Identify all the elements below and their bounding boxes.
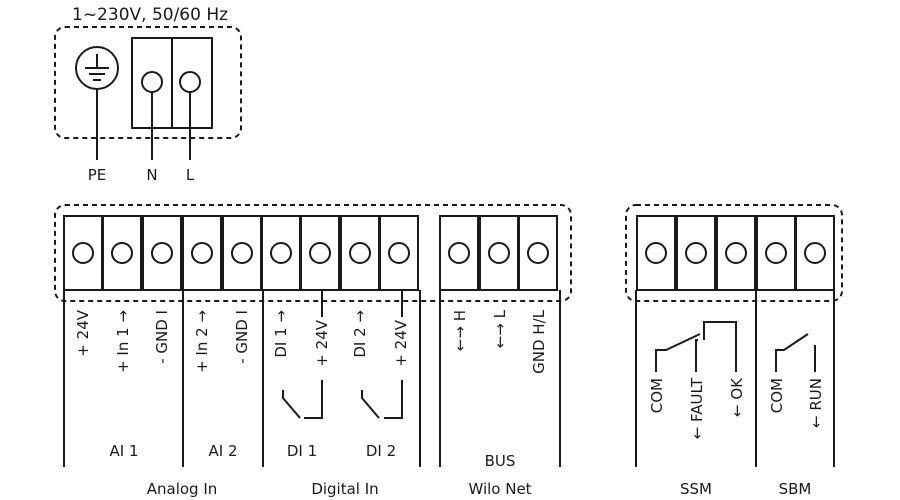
terminal-screw-icon xyxy=(448,242,470,264)
terminal-label: - GND I xyxy=(233,310,251,364)
terminal-screw-icon xyxy=(270,242,292,264)
relay-terminal-label: ← OK xyxy=(728,377,746,417)
terminal-label: DI 1 → xyxy=(272,310,290,358)
wilo-net-label: Wilo Net xyxy=(468,480,531,498)
relay-enclosure xyxy=(625,204,843,302)
supply-label: 1~230V, 50/60 Hz xyxy=(72,5,228,25)
terminal-screw-icon xyxy=(309,242,331,264)
digital-in-label: Digital In xyxy=(311,480,378,498)
terminal-cell xyxy=(756,215,796,291)
l-label: L xyxy=(186,166,195,184)
ssm-relay-contact-icon xyxy=(655,321,737,372)
terminal-cell xyxy=(795,215,835,291)
terminal-cell xyxy=(142,215,182,291)
terminal-screw-icon xyxy=(765,242,787,264)
terminal-screw-icon xyxy=(179,71,201,93)
power-terminal-block xyxy=(131,37,213,129)
di2-label: DI 2 xyxy=(366,442,396,460)
terminal-screw-icon xyxy=(72,242,94,264)
relay-terminal-label: ← FAULT xyxy=(688,377,706,439)
di1-label: DI 1 xyxy=(287,442,317,460)
terminal-cell xyxy=(63,215,103,291)
relay-terminal-label: COM xyxy=(768,378,786,413)
terminal-screw-icon xyxy=(645,242,667,264)
relay-group-dividers xyxy=(635,290,835,467)
terminal-label: ←→ L xyxy=(491,309,509,348)
control-group-dividers xyxy=(63,290,561,467)
terminal-cell xyxy=(340,215,380,291)
terminal-screw-icon xyxy=(151,242,173,264)
pe-label: PE xyxy=(88,166,107,184)
terminal-cell xyxy=(261,215,301,291)
terminal-cell xyxy=(439,215,479,291)
terminal-label: GND H/L xyxy=(530,309,548,373)
control-terminal-labels: + 24V + In 1 → - GND I + In 2 → - GND I DI 1 … xyxy=(74,309,548,374)
terminal-screw-icon xyxy=(488,242,510,264)
terminal-cell xyxy=(676,215,716,291)
terminal-label: ←→ H xyxy=(451,310,469,351)
terminal-label: + 24V xyxy=(392,319,410,366)
terminal-label: + 24V xyxy=(74,309,92,356)
power-enclosure xyxy=(54,26,242,139)
n-label: N xyxy=(146,166,157,184)
terminal-screw-icon xyxy=(191,242,213,264)
bus-label: BUS xyxy=(485,452,516,470)
terminal-label: + In 2 → xyxy=(193,310,211,373)
terminal-cell xyxy=(379,215,419,291)
control-terminal-row xyxy=(63,215,558,291)
sbm-relay-contact-icon xyxy=(775,333,816,372)
terminal-cell xyxy=(102,215,142,291)
terminal-screw-icon xyxy=(349,242,371,264)
terminal-label: + 24V xyxy=(313,319,331,366)
ai2-label: AI 2 xyxy=(209,442,238,460)
analog-in-label: Analog In xyxy=(147,480,218,498)
terminal-cell xyxy=(636,215,676,291)
relay-terminal-label: ← RUN xyxy=(807,378,825,428)
terminal-screw-icon xyxy=(685,242,707,264)
terminal-cell xyxy=(222,215,262,291)
terminal-screw-icon xyxy=(111,242,133,264)
terminal-label: + In 1 → xyxy=(114,310,132,373)
terminal-screw-icon xyxy=(388,242,410,264)
terminal-screw-icon xyxy=(804,242,826,264)
terminal-screw-icon xyxy=(141,71,163,93)
ssm-label: SSM xyxy=(680,480,712,498)
terminal-cell xyxy=(300,215,340,291)
terminal-cell xyxy=(479,215,519,291)
terminal-screw-icon xyxy=(527,242,549,264)
terminal-cell xyxy=(518,215,558,291)
terminal-screw-icon xyxy=(725,242,747,264)
ai1-label: AI 1 xyxy=(110,442,139,460)
di2-contact-icon xyxy=(361,380,403,419)
earth-icon xyxy=(75,46,119,90)
control-wire-stubs xyxy=(321,290,403,317)
relay-terminal-label: COM xyxy=(648,378,666,413)
relay-terminal-labels: COM ← FAULT ← OK COM ← RUN xyxy=(648,377,825,439)
terminal-screw-icon xyxy=(231,242,253,264)
relay-terminal-row xyxy=(636,215,835,291)
terminal-cell xyxy=(182,215,222,291)
control-enclosure xyxy=(54,204,572,302)
terminal-cell xyxy=(716,215,756,291)
terminal-label: - GND I xyxy=(153,310,171,364)
di1-contact-icon xyxy=(282,380,323,419)
terminal-label: DI 2 → xyxy=(351,310,369,358)
sbm-label: SBM xyxy=(779,480,812,498)
